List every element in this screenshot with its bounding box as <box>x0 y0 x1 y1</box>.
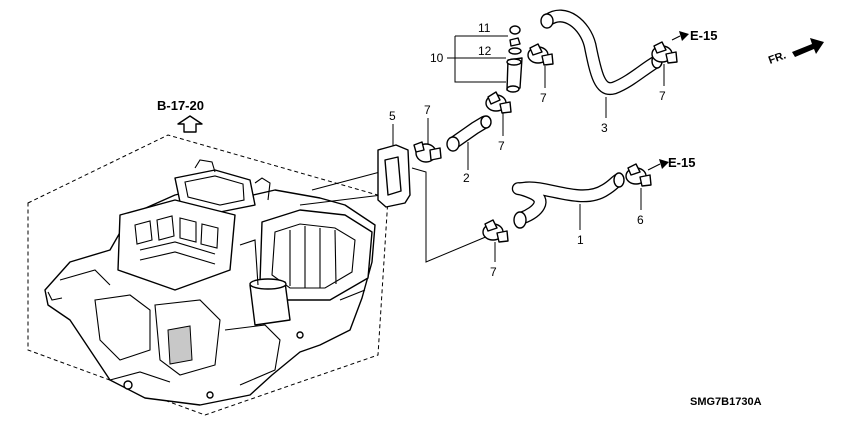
callout-10: 10 <box>430 51 444 65</box>
heater-unit-assembly <box>44 159 376 406</box>
joint-pipe-part10 <box>506 25 523 93</box>
callout-7c: 7 <box>540 91 547 105</box>
water-hose-part2 <box>446 115 492 170</box>
ref-arrow-icon <box>679 31 689 41</box>
callout-6: 6 <box>637 213 644 227</box>
callout-3: 3 <box>601 121 608 135</box>
callout-7b: 7 <box>498 139 505 153</box>
water-hose-part3 <box>540 9 663 118</box>
grommet-part5 <box>377 124 411 208</box>
callout-1: 1 <box>577 233 584 247</box>
e15-ref-mid: E-15 <box>668 155 695 170</box>
direction-label: FR. <box>767 49 788 66</box>
up-arrow-icon <box>177 115 203 133</box>
heater-unit-boundary <box>27 134 389 416</box>
section-ref-b1720: B-17-20 <box>157 98 204 113</box>
hose-clamp-7a <box>413 118 442 163</box>
water-hose-part1 <box>511 172 625 230</box>
callout-7d: 7 <box>659 89 666 103</box>
callout-5: 5 <box>389 109 396 123</box>
e15-ref-top: E-15 <box>690 28 717 43</box>
callout-11: 11 <box>478 21 491 35</box>
hose-clamp-7c <box>527 43 554 88</box>
callout-7e: 7 <box>490 265 497 279</box>
callout-2: 2 <box>463 171 470 185</box>
hose-clamp-7d <box>651 41 678 86</box>
hose-clamp-7b <box>485 91 512 136</box>
ref-arrow-icon-mid <box>659 159 669 169</box>
hose-clamp-part6 <box>625 163 652 210</box>
hose-clamp-7e <box>482 219 509 262</box>
callout-7a: 7 <box>424 103 431 117</box>
front-direction-arrow-icon <box>792 38 824 57</box>
diagram-code: SMG7B1730A <box>690 396 762 408</box>
callout-12: 12 <box>478 44 492 58</box>
